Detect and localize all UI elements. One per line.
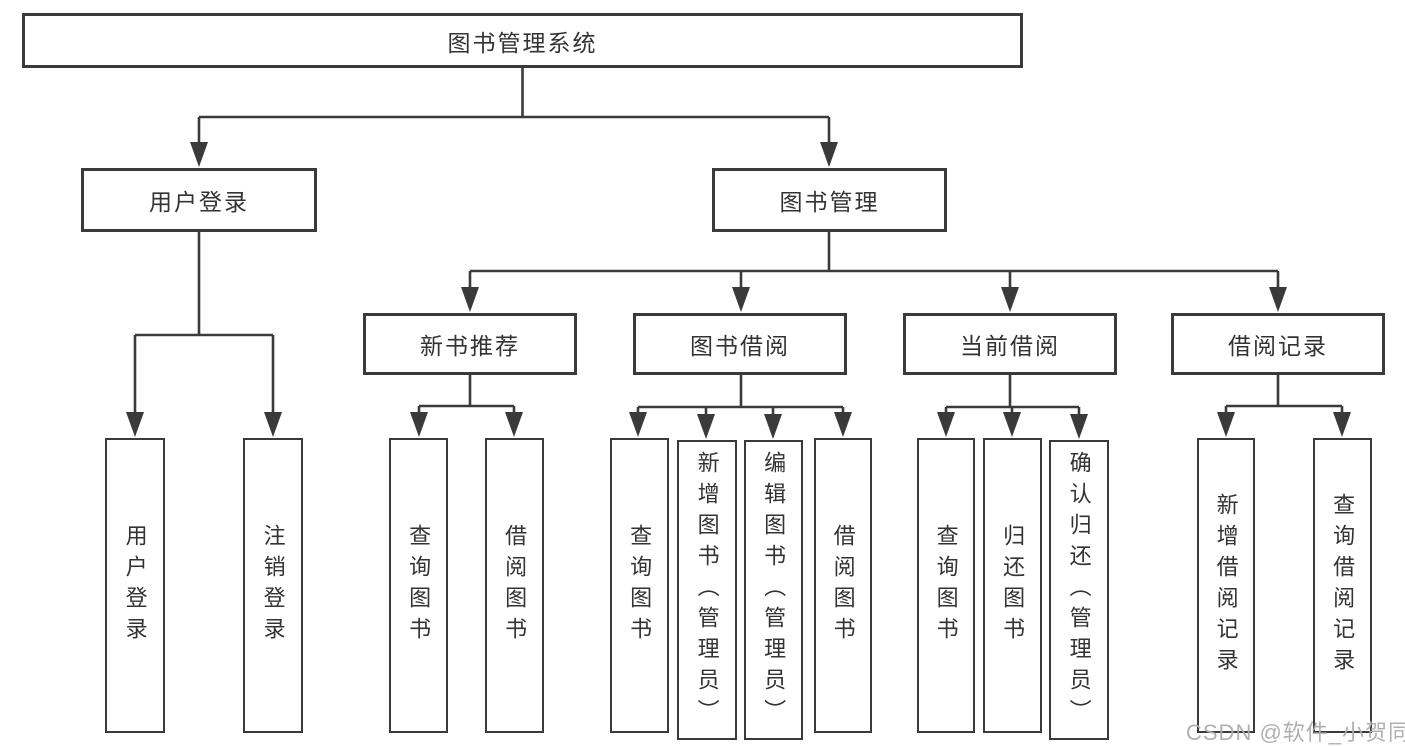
leaf-query-books-current: 查询图书 (917, 438, 975, 733)
leaf-edit-books-admin: 编辑图书（管理员） (744, 440, 803, 740)
leaf-label: 查询图书 (627, 523, 653, 648)
node-label: 图书管理系统 (447, 29, 598, 56)
node-book-management: 图书管理 (712, 168, 947, 232)
leaf-borrow-books-borrowing: 借阅图书 (814, 438, 872, 733)
leaf-logout-login: 注销登录 (243, 438, 303, 733)
connector-strokes (133, 68, 1344, 416)
node-current-borrowing: 当前借阅 (903, 313, 1117, 375)
node-borrowing-records: 借阅记录 (1171, 313, 1385, 375)
arrowheads (126, 142, 1351, 439)
node-label: 图书管理 (779, 189, 880, 215)
leaf-borrow-books-recommend: 借阅图书 (485, 438, 544, 733)
leaf-label: 确认归还（管理员） (1066, 450, 1092, 730)
leaf-label: 编辑图书（管理员） (761, 450, 787, 730)
leaf-label: 查询借阅记录 (1330, 492, 1356, 679)
leaf-label: 借阅图书 (830, 523, 856, 648)
node-new-book-recommendation: 新书推荐 (363, 313, 577, 375)
node-label: 借阅记录 (1228, 333, 1328, 359)
node-library-management-system: 图书管理系统 (22, 13, 1023, 68)
leaf-return-books: 归还图书 (983, 438, 1042, 733)
leaf-label: 查询图书 (933, 523, 959, 648)
node-user-login: 用户登录 (81, 168, 317, 232)
leaf-label: 新增图书（管理员） (694, 450, 720, 730)
leaf-label: 新增借阅记录 (1213, 492, 1239, 679)
leaf-label: 注销登录 (260, 523, 286, 648)
leaf-label: 借阅图书 (502, 523, 528, 648)
leaf-query-borrow-record: 查询借阅记录 (1313, 438, 1372, 733)
leaf-add-borrow-record: 新增借阅记录 (1197, 438, 1255, 733)
leaf-query-books-recommend: 查询图书 (389, 438, 448, 733)
leaf-label: 查询图书 (406, 523, 432, 648)
node-label: 用户登录 (149, 189, 249, 215)
node-label: 新书推荐 (420, 333, 520, 359)
leaf-label: 归还图书 (1000, 523, 1026, 648)
node-label: 图书借阅 (690, 333, 790, 359)
leaf-label: 用户登录 (122, 523, 148, 648)
node-label: 当前借阅 (960, 333, 1060, 359)
node-book-borrowing: 图书借阅 (633, 313, 847, 375)
leaf-add-books-admin: 新增图书（管理员） (677, 440, 737, 740)
leaf-confirm-return-admin: 确认归还（管理员） (1049, 440, 1109, 740)
leaf-query-books-borrowing: 查询图书 (610, 438, 669, 733)
csdn-watermark: CSDN @软件_小贺同学 (1186, 720, 1405, 745)
leaf-user-login: 用户登录 (105, 438, 165, 733)
